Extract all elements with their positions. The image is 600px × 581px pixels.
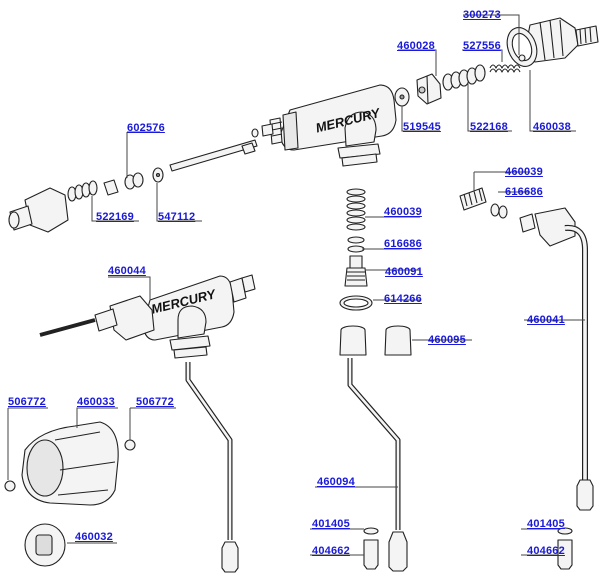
valve-body-part [524, 17, 599, 63]
wand-460041-part [564, 224, 588, 480]
orings-616686-right [490, 203, 508, 219]
part-label-616686-center[interactable]: 616686 [384, 238, 422, 250]
wand-fitting [519, 207, 576, 247]
part-label-401405-right[interactable]: 401405 [527, 518, 565, 530]
part-label-614266[interactable]: 614266 [384, 293, 422, 305]
part-label-460039-center[interactable]: 460039 [384, 206, 422, 218]
tip-404662-right [557, 539, 573, 570]
spring-460039-right [459, 187, 487, 211]
part-label-460038[interactable]: 460038 [533, 121, 571, 133]
left-nut-part [8, 187, 69, 233]
part-label-404662-right[interactable]: 404662 [527, 545, 565, 557]
valve-stem-part [169, 139, 258, 172]
part-label-506772-right[interactable]: 506772 [136, 396, 174, 408]
oring-401405-center [363, 527, 379, 535]
tube-nut-left [339, 325, 367, 356]
ball-part [518, 54, 526, 62]
spring-522168-part [442, 64, 486, 91]
part-label-527556[interactable]: 527556 [463, 40, 501, 52]
tip-right-top [576, 479, 594, 511]
leader-lines [7, 14, 585, 556]
oring-401405-right [557, 527, 573, 535]
clip-506772-left [4, 480, 16, 492]
orings-616686-center [347, 236, 365, 253]
washer-547112-part [152, 167, 164, 183]
knob-cap-460032 [24, 523, 66, 567]
tip-left-bottom [221, 541, 239, 573]
part-label-522168[interactable]: 522168 [470, 121, 508, 133]
valve-body-460044: MERCURY [39, 274, 256, 359]
tube-nut-460095 [384, 325, 412, 356]
part-label-460032[interactable]: 460032 [75, 531, 113, 543]
tube-460094-part [347, 358, 401, 530]
bushing-602576-part [103, 172, 144, 196]
tube-460044-outlet [185, 362, 233, 540]
gasket-part [506, 27, 538, 67]
part-label-401405-center[interactable]: 401405 [312, 518, 350, 530]
gasket-614266-part [339, 295, 373, 311]
part-label-506772-left[interactable]: 506772 [8, 396, 46, 408]
tip-center [388, 531, 408, 572]
part-label-616686-right[interactable]: 616686 [505, 186, 543, 198]
part-label-522169[interactable]: 522169 [96, 211, 134, 223]
spring-522169-part [67, 180, 98, 202]
part-label-460033[interactable]: 460033 [77, 396, 115, 408]
hex-nut-part [416, 73, 442, 105]
part-label-460044[interactable]: 460044 [108, 265, 146, 277]
part-label-460028[interactable]: 460028 [397, 40, 435, 52]
part-label-460041[interactable]: 460041 [527, 314, 565, 326]
washer-519545-part [394, 87, 410, 107]
small-spring-part [489, 64, 521, 73]
valve-body-top: MERCURY [251, 84, 397, 167]
part-label-519545[interactable]: 519545 [403, 121, 441, 133]
spring-460039-center [346, 188, 366, 231]
tip-404662-center [363, 539, 379, 570]
part-label-300273[interactable]: 300273 [463, 9, 501, 21]
nozzle-460091-part [344, 255, 368, 287]
part-label-460091[interactable]: 460091 [385, 266, 423, 278]
part-label-602576[interactable]: 602576 [127, 122, 165, 134]
part-label-460095[interactable]: 460095 [428, 334, 466, 346]
part-label-404662-center[interactable]: 404662 [312, 545, 350, 557]
clip-506772-right [124, 439, 136, 451]
part-label-547112[interactable]: 547112 [158, 211, 196, 223]
knob-housing-460033 [21, 421, 119, 506]
part-label-460039-right[interactable]: 460039 [505, 166, 543, 178]
part-label-460094[interactable]: 460094 [317, 476, 355, 488]
